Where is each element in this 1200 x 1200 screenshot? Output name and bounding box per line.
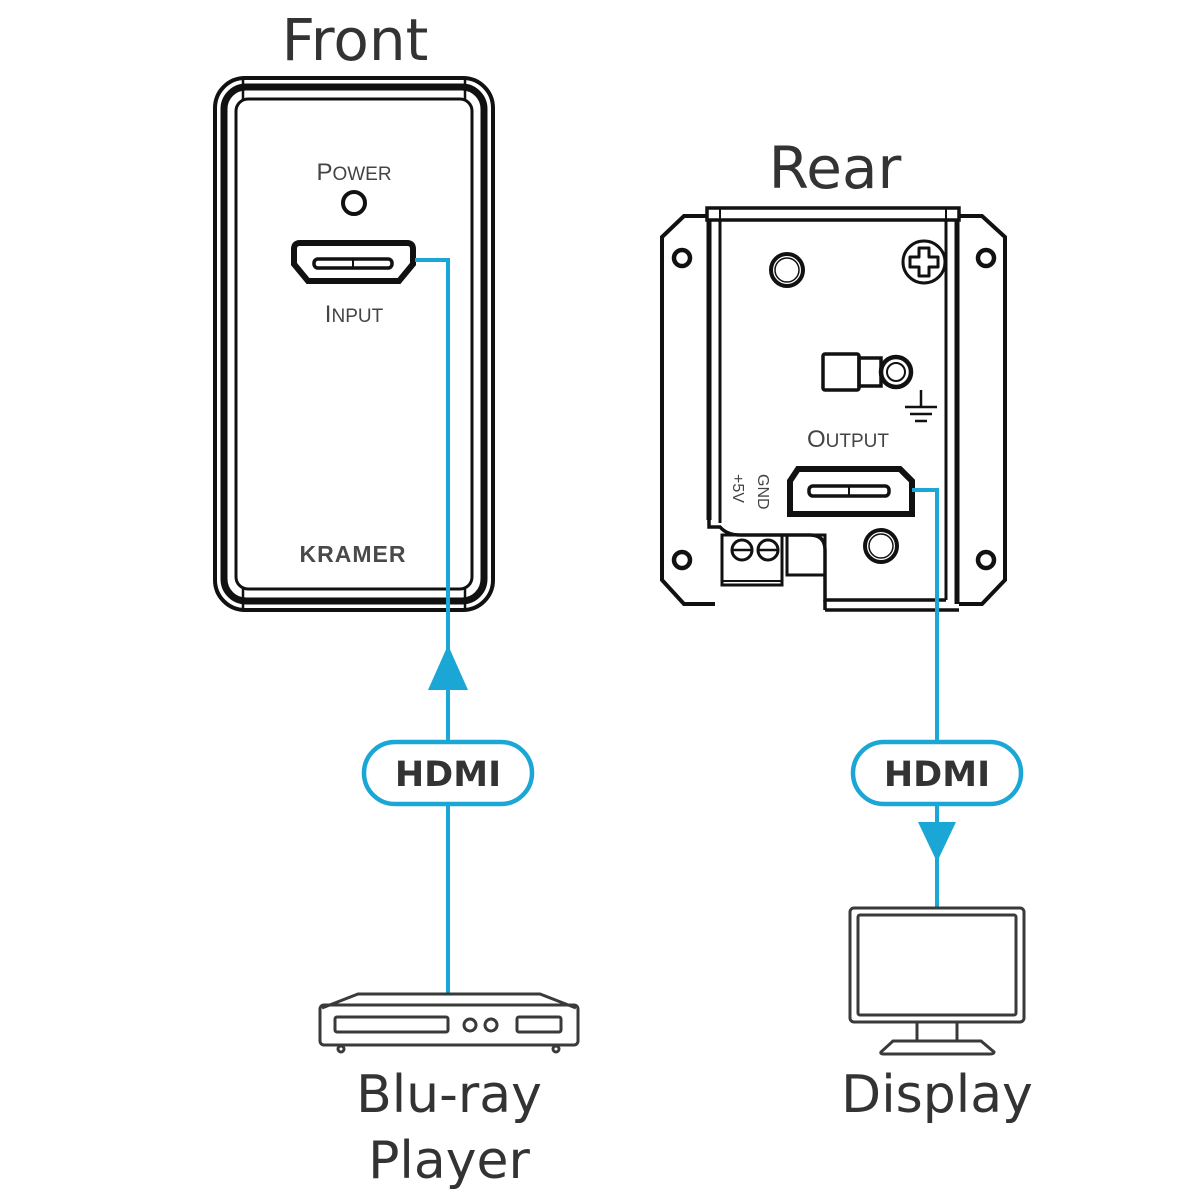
power-label: POWER — [316, 159, 391, 186]
blu-ray-label-line2: Player — [368, 1131, 530, 1191]
output-label: OUTPUT — [807, 426, 889, 453]
arrow-up-icon — [428, 645, 468, 690]
output-cable — [912, 488, 956, 908]
blu-ray-label-line1: Blu-ray — [356, 1065, 542, 1125]
terminal-screws — [730, 538, 780, 562]
ground-terminal-icon — [821, 352, 937, 423]
front-panel — [213, 76, 495, 612]
plus5v-label: +5V — [729, 474, 746, 503]
hdmi-badge-output: HDMI — [850, 739, 1024, 807]
arrow-down-icon — [918, 822, 956, 862]
rear-panel — [660, 206, 1007, 612]
monitor-icon — [848, 906, 1026, 1056]
input-cable — [415, 258, 468, 993]
power-led-icon — [341, 190, 367, 216]
screw-icon — [901, 239, 947, 285]
hdmi-input-port[interactable] — [291, 240, 416, 284]
front-title: Front — [282, 6, 429, 74]
gnd-label: GND — [754, 474, 771, 510]
blu-ray-player-icon — [318, 992, 580, 1054]
svg-text:HDMI: HDMI — [884, 755, 990, 795]
kramer-logo: KRAMER — [300, 541, 407, 567]
input-label: INPUT — [325, 301, 384, 328]
display-label: Display — [841, 1065, 1033, 1125]
svg-text:HDMI: HDMI — [395, 755, 501, 795]
rear-title: Rear — [769, 134, 902, 202]
mounting-holes — [671, 247, 997, 571]
hdmi-output-port[interactable] — [787, 466, 915, 517]
hdmi-badge-input: HDMI — [361, 739, 535, 807]
